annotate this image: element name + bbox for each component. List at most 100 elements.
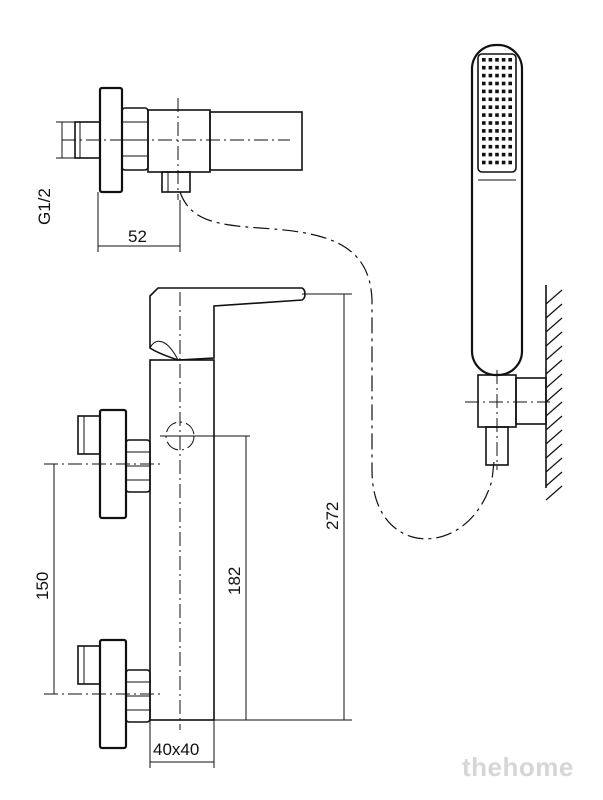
inlet-height-label: 182 <box>225 567 244 595</box>
spray-nozzle <box>501 58 506 62</box>
spray-nozzle <box>488 65 493 70</box>
spray-nozzle <box>508 152 512 157</box>
spray-nozzle <box>488 129 493 133</box>
spray-nozzle <box>501 152 506 157</box>
hand-shower <box>465 43 563 501</box>
spray-nozzle <box>508 144 512 149</box>
top-side-view: G1/2 52 <box>35 86 303 252</box>
spray-nozzle <box>488 89 493 94</box>
top-body <box>147 109 211 173</box>
spray-nozzle <box>508 97 512 102</box>
front-view: 150 182 272 40x40 <box>33 287 352 768</box>
wall-hatch-line <box>545 429 563 445</box>
spray-nozzle <box>495 160 499 165</box>
wall-hatch-line <box>545 317 563 333</box>
top-outlet <box>161 171 191 193</box>
wall-hatch-line <box>545 485 563 501</box>
spray-nozzle <box>482 129 486 133</box>
wall-hatch-line <box>545 401 563 417</box>
spray-nozzle <box>501 129 506 133</box>
lower-inlet-stub <box>77 645 101 685</box>
spray-nozzle <box>488 121 493 125</box>
spray-nozzle <box>482 73 486 78</box>
wall-hatch-line <box>545 457 563 473</box>
spray-nozzle <box>495 129 499 133</box>
spray-nozzle <box>501 73 506 78</box>
spray-nozzle <box>508 73 512 78</box>
spray-nozzle <box>501 89 506 94</box>
spray-nozzle <box>482 113 486 117</box>
top-nut <box>121 107 149 171</box>
spray-nozzle <box>501 65 506 70</box>
spray-nozzle <box>488 144 493 149</box>
spray-nozzles <box>482 58 512 165</box>
spray-nozzle <box>501 105 506 109</box>
wall-hatch-line <box>545 373 563 389</box>
holder-bracket <box>515 377 547 425</box>
spray-nozzle <box>495 89 499 94</box>
spray-nozzle <box>501 81 506 86</box>
upper-inlet-stub <box>77 415 101 455</box>
spray-nozzle <box>501 144 506 149</box>
spray-nozzle <box>501 97 506 102</box>
spray-nozzle <box>495 73 499 78</box>
spray-nozzle <box>488 105 493 109</box>
wall-hatch-line <box>545 387 563 403</box>
wall-hatch-line <box>545 443 563 459</box>
shower-hose <box>179 191 495 540</box>
wall-hatch-line <box>545 415 563 431</box>
wall-hatch-line <box>545 359 563 375</box>
top-handle <box>209 111 303 171</box>
spray-nozzle <box>508 105 512 109</box>
spray-nozzle <box>508 121 512 125</box>
spray-nozzle <box>495 113 499 117</box>
spray-nozzle <box>508 113 512 117</box>
spray-nozzle <box>508 160 512 165</box>
wall-hatch-line <box>545 471 563 487</box>
wall-hatch-line <box>545 303 563 319</box>
inlet-spacing-label: 150 <box>33 572 52 600</box>
spray-nozzle <box>501 160 506 165</box>
spray-nozzle <box>488 97 493 102</box>
spray-nozzle <box>488 160 493 165</box>
spray-nozzle <box>482 89 486 94</box>
spray-nozzle <box>488 137 493 141</box>
total-height-label: 272 <box>323 502 342 530</box>
wall-hatch <box>545 289 563 501</box>
spray-nozzle <box>482 144 486 149</box>
spray-nozzle <box>488 58 493 62</box>
outlet-offset-label: 52 <box>128 227 147 246</box>
spray-nozzle <box>495 97 499 102</box>
spray-nozzle <box>482 65 486 70</box>
watermark-logo: thehome <box>462 752 574 782</box>
spray-nozzle <box>482 121 486 125</box>
spray-nozzle <box>488 81 493 86</box>
spray-nozzle <box>495 105 499 109</box>
wall-hatch-line <box>545 345 563 361</box>
spray-nozzle <box>495 152 499 157</box>
spray-nozzle <box>482 58 486 62</box>
spray-nozzle <box>501 121 506 125</box>
wall-hatch-line <box>545 331 563 347</box>
spray-nozzle <box>495 144 499 149</box>
spray-nozzle <box>482 137 486 141</box>
front-lever <box>149 287 306 361</box>
spray-nozzle <box>495 81 499 86</box>
spray-nozzle <box>482 152 486 157</box>
spray-nozzle <box>508 81 512 86</box>
spray-nozzle <box>508 58 512 62</box>
spray-nozzle <box>488 113 493 117</box>
shower-head <box>470 43 524 377</box>
spray-nozzle <box>488 73 493 78</box>
spray-nozzle <box>488 152 493 157</box>
spray-nozzle <box>482 105 486 109</box>
spray-nozzle <box>482 97 486 102</box>
spray-nozzle <box>482 81 486 86</box>
spray-nozzle <box>495 58 499 62</box>
spray-nozzle <box>508 65 512 70</box>
spray-nozzle <box>501 113 506 117</box>
wall-hatch-line <box>545 289 563 305</box>
spray-nozzle <box>501 137 506 141</box>
spray-nozzle <box>508 129 512 133</box>
